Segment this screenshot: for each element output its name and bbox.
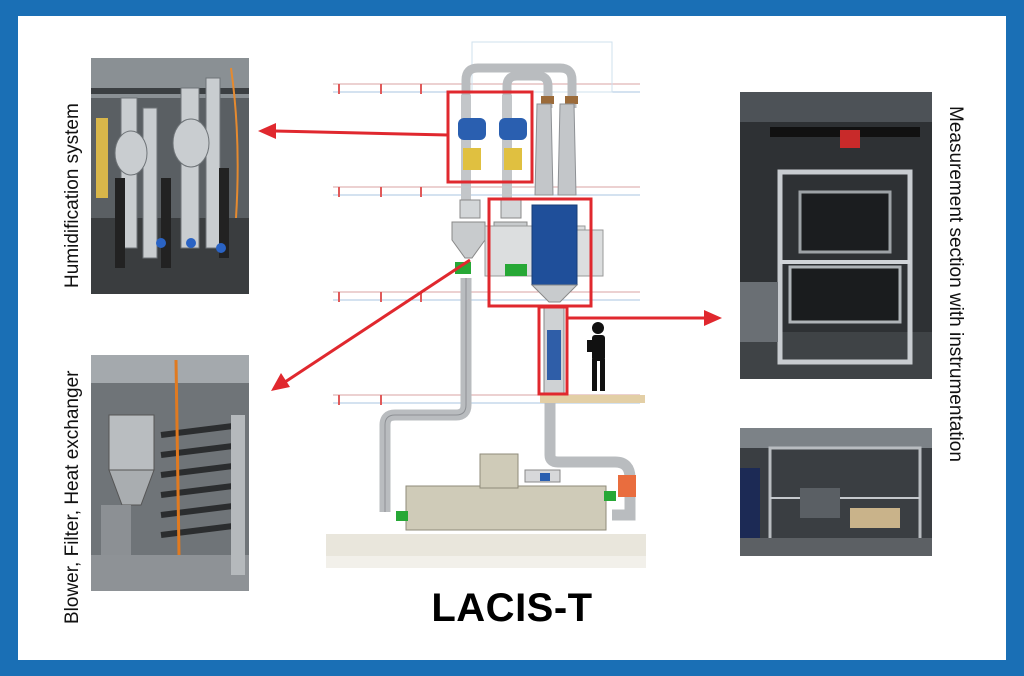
- blower-unit: [405, 485, 607, 531]
- red-arrow-icon: [258, 123, 449, 139]
- blower-filter-photo: [91, 355, 249, 591]
- large-column-left: [534, 103, 554, 196]
- measurement-section-photo: [740, 92, 932, 379]
- person-silhouette-icon: [587, 322, 605, 391]
- outlet-pipe: [544, 400, 636, 521]
- red-arrow-icon: [271, 258, 471, 391]
- floor-ticks: [338, 84, 422, 405]
- measurement-label: Measurement section with instrumentation: [945, 106, 966, 462]
- measurement-highlight: [537, 305, 569, 396]
- mixing-tank: [531, 204, 578, 286]
- ground-slab: [326, 534, 646, 556]
- red-arrow-icon: [567, 310, 722, 326]
- figure-title: LACIS-T: [431, 586, 593, 630]
- large-column-right: [557, 103, 577, 196]
- highlight-boxes: [446, 90, 593, 396]
- humidifier-columns: [458, 95, 527, 219]
- humidification-label: Humidification system: [62, 103, 83, 288]
- instrumentation-photo: [740, 428, 932, 556]
- humidification-photo: [91, 58, 249, 294]
- top-pipes: [461, 63, 577, 205]
- humidifier-highlight: [446, 90, 534, 184]
- filter-cone-left: [451, 221, 486, 259]
